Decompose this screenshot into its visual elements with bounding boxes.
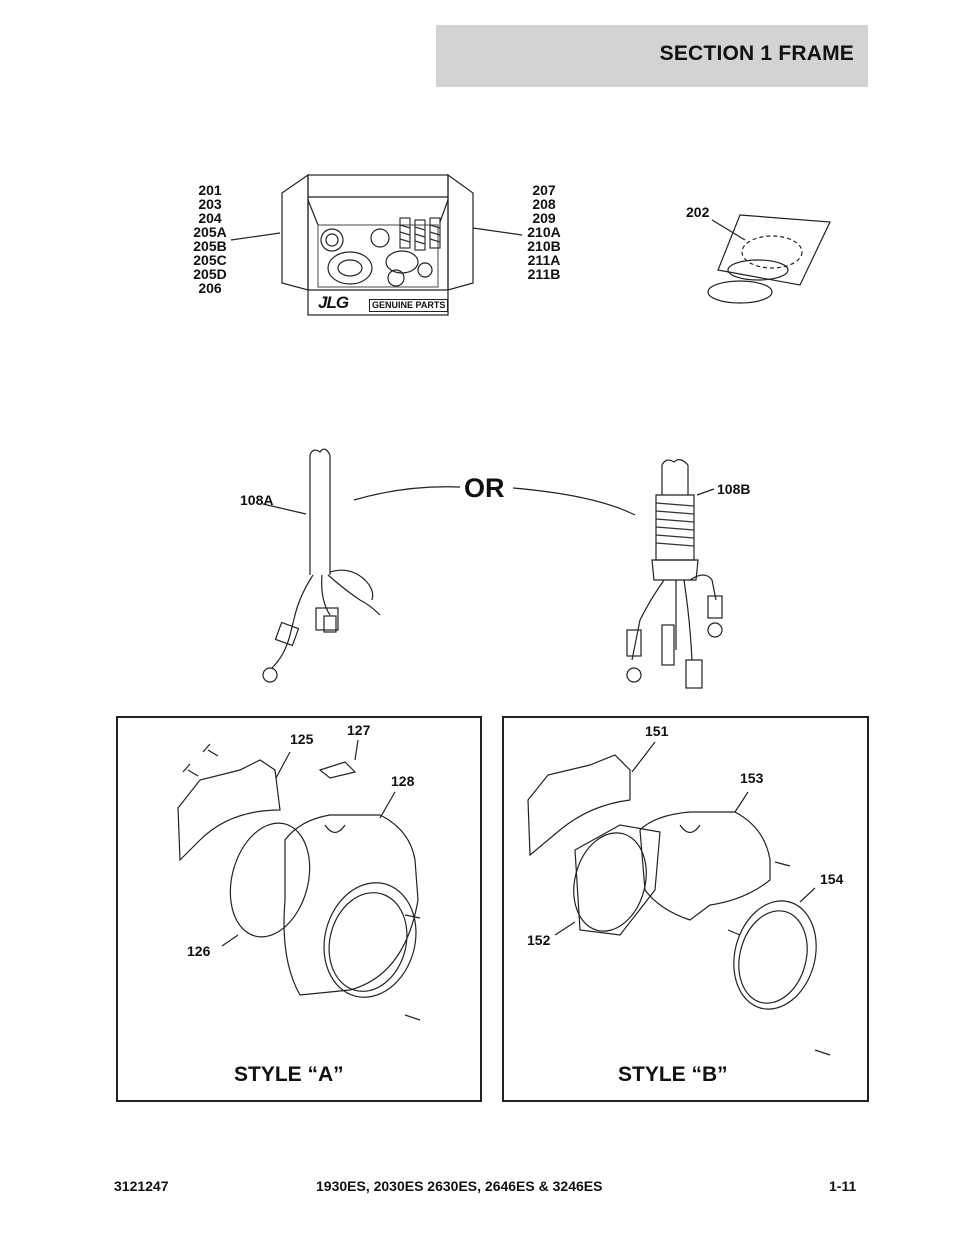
style-a-label: STYLE “A” [234,1063,344,1086]
callout-128: 128 [391,773,415,789]
callout-126: 126 [187,943,211,959]
style-b-panel [502,716,869,1102]
harness-108b [626,459,723,689]
callout-154: 154 [820,871,844,887]
section-header: SECTION 1 FRAME [436,25,868,87]
parts-kit-box [230,173,523,316]
callout-108b: 108B [717,481,751,497]
kit-right-callouts: 207 208 209 210A 210B 211A 211B [527,182,561,282]
page-number: 1-11 [829,1178,857,1194]
callout-127: 127 [347,722,371,738]
or-label: OR [464,473,505,503]
model-list: 1930ES, 2030ES 2630ES, 2646ES & 3246ES [316,1178,603,1194]
callout-153: 153 [740,770,764,786]
kit-left-callouts: 201 203 204 205A 205B 205C 205D 206 [193,182,227,296]
section-title: SECTION 1 FRAME [659,42,854,65]
callout-152: 152 [527,932,551,948]
jlg-logo: JLG [318,293,349,312]
style-b-drawing [527,741,831,1056]
style-a-panel [116,716,482,1102]
doc-number: 3121247 [114,1178,169,1194]
style-a-drawing [177,739,421,1021]
callout-125: 125 [290,731,314,747]
callout-151: 151 [645,723,669,739]
callout-202: 202 [686,204,710,220]
harness-108a [262,448,381,683]
callout-108a: 108A [240,492,274,508]
style-b-label: STYLE “B” [618,1063,728,1086]
genuine-parts-label: GENUINE PARTS [369,299,449,312]
seal-bag [707,214,831,304]
